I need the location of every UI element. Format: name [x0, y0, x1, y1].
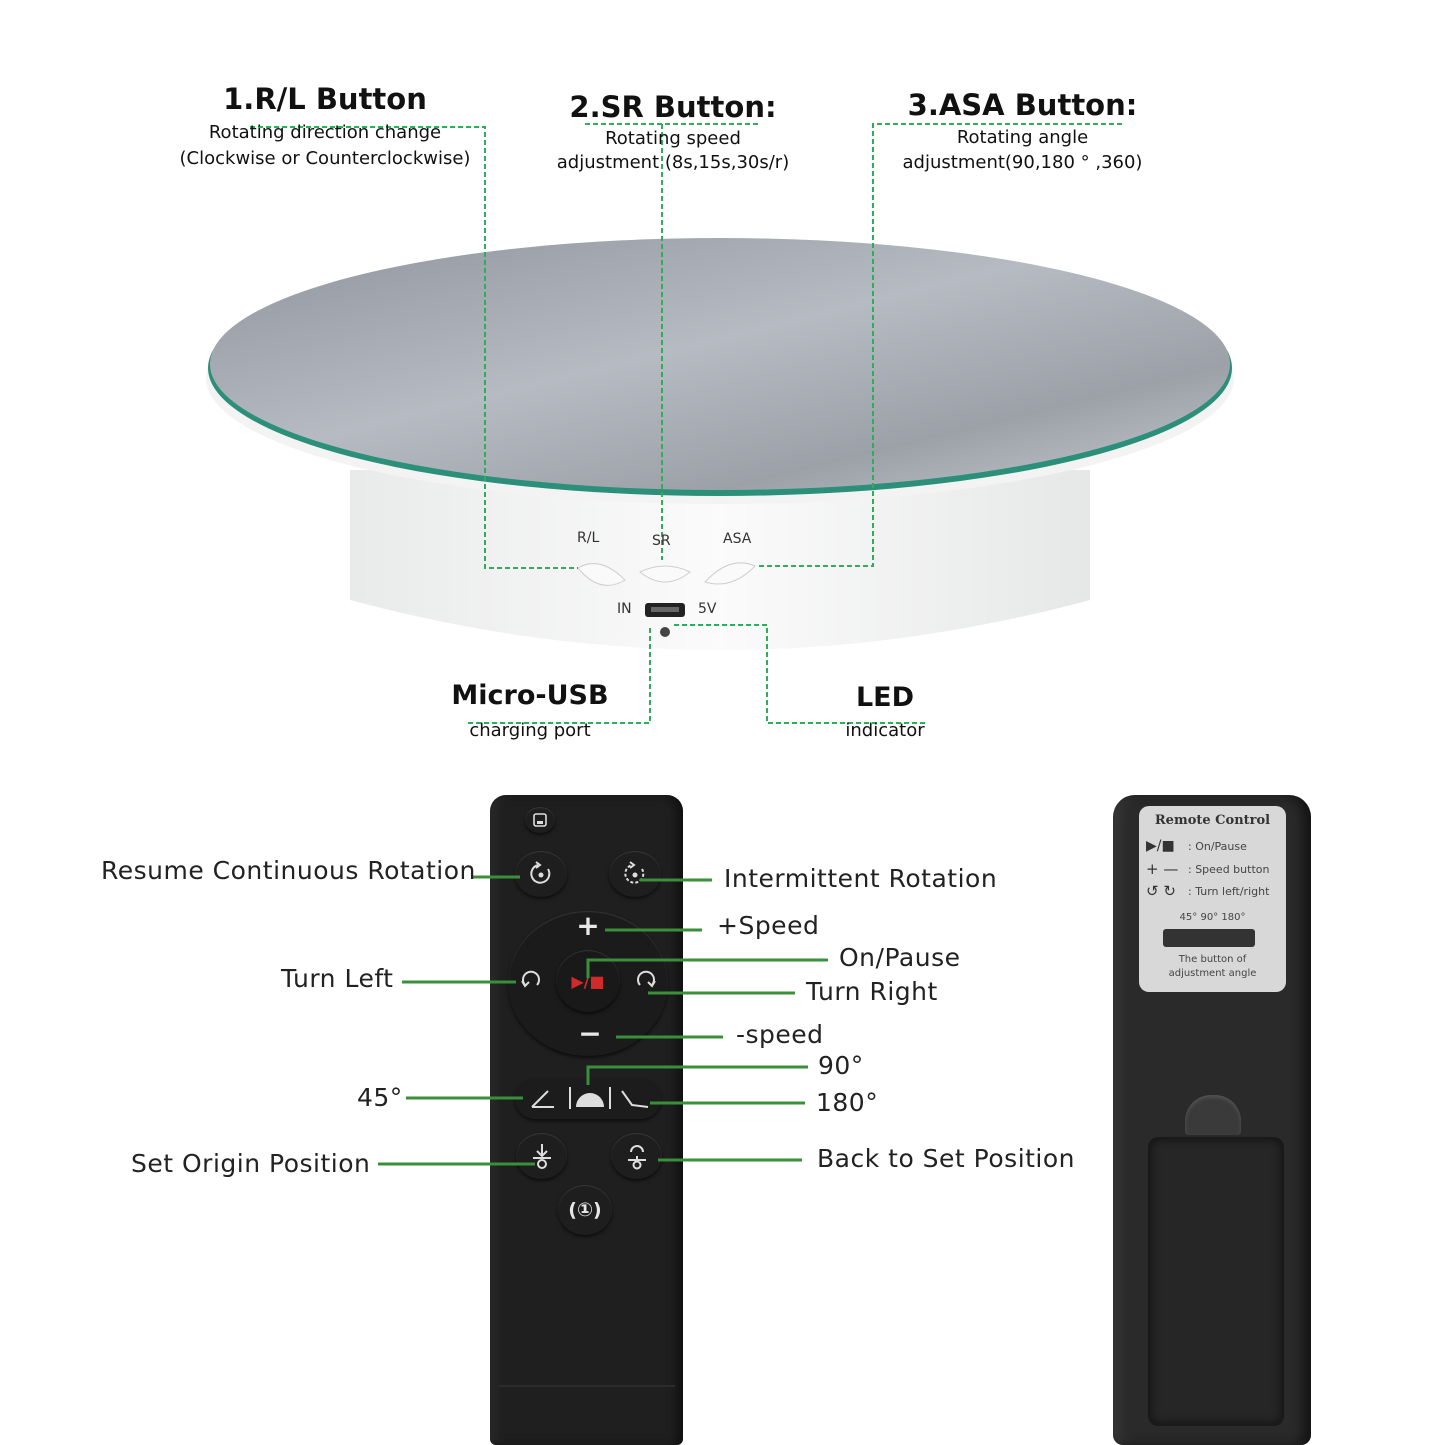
- body-label-asa: ASA: [723, 531, 752, 547]
- turn-right-button[interactable]: [633, 968, 659, 994]
- set-origin-icon: [532, 1144, 551, 1169]
- label-speed-down: -speed: [736, 1020, 824, 1049]
- back-label-sym-2: + —: [1146, 860, 1179, 878]
- rotate-dot-icon: [530, 861, 551, 884]
- back-label-note-1: The button of: [1178, 954, 1247, 965]
- callout-line-sr: [585, 123, 760, 560]
- body-button-rl: [577, 563, 626, 586]
- rl-button-desc-1: Rotating direction change: [208, 122, 442, 143]
- back-label-angle-bar: [1163, 929, 1255, 947]
- callout-line-usb: [468, 628, 651, 724]
- save-icon: [533, 813, 547, 827]
- label-180: 180°: [816, 1088, 879, 1117]
- back-label-title: Remote Control: [1154, 813, 1271, 828]
- back-label-row-3: : Turn left/right: [1188, 885, 1270, 898]
- back-to-set-icon: [627, 1145, 646, 1170]
- body-label-in: IN: [617, 601, 632, 617]
- back-label-sym-3: ↺ ↻: [1146, 882, 1176, 900]
- turntable-base: [350, 470, 1090, 650]
- body-button-sr: [639, 565, 691, 583]
- intermittent-rotation-button[interactable]: [609, 851, 661, 897]
- angle-45-icon: [531, 1090, 554, 1108]
- angle-90-button[interactable]: [568, 1083, 612, 1113]
- callout-line-asa: [758, 123, 1122, 567]
- label-90: 90°: [818, 1051, 864, 1080]
- back-label-sym-1: ▶/■: [1146, 838, 1175, 854]
- body-label-sr: SR: [652, 533, 671, 549]
- label-back-to-set: Back to Set Position: [817, 1144, 1076, 1173]
- label-intermittent-rotation: Intermittent Rotation: [724, 864, 998, 893]
- turn-right-icon: [637, 970, 656, 988]
- back-label-angles: 45° 90° 180°: [1179, 912, 1246, 923]
- body-label-rl: R/L: [577, 530, 600, 546]
- record-button[interactable]: [525, 807, 555, 833]
- power-icon: (①): [568, 1199, 602, 1221]
- label-45: 45°: [357, 1083, 403, 1112]
- body-button-asa: [704, 562, 756, 585]
- turn-left-button[interactable]: [518, 968, 544, 994]
- back-to-set-button[interactable]: [611, 1133, 662, 1179]
- rotate-dashed-icon: [624, 861, 645, 884]
- led-title: LED: [855, 682, 915, 713]
- label-turn-right: Turn Right: [806, 977, 938, 1006]
- speed-down-button[interactable]: −: [578, 1017, 602, 1050]
- battery-cover-latch[interactable]: [1185, 1095, 1241, 1135]
- resume-rotation-button[interactable]: [515, 851, 567, 897]
- back-info-label: [1139, 806, 1286, 992]
- power-button[interactable]: (①): [558, 1185, 612, 1235]
- rl-button-title: 1.R/L Button: [223, 82, 427, 116]
- turn-left-icon: [521, 970, 540, 988]
- back-label-row-1: : On/Pause: [1188, 840, 1247, 853]
- led-indicator: [660, 627, 670, 637]
- label-resume-rotation: Resume Continuous Rotation: [101, 856, 476, 885]
- leader-90: [586, 1065, 808, 1085]
- sr-button-desc-1: Rotating speed: [605, 128, 741, 149]
- remote-front-bottom-edge: [498, 1385, 675, 1445]
- speed-up-button[interactable]: +: [576, 909, 600, 942]
- led-desc: indicator: [845, 720, 925, 741]
- angle-45-button[interactable]: [528, 1085, 560, 1113]
- set-origin-button[interactable]: [516, 1133, 567, 1179]
- battery-cover[interactable]: [1148, 1137, 1284, 1426]
- sr-button-title: 2.SR Button:: [569, 90, 777, 124]
- angle-180-icon: [621, 1090, 649, 1108]
- back-label-row-2: : Speed button: [1188, 863, 1270, 876]
- label-speed-up: +Speed: [717, 911, 820, 940]
- remote-leader-lines: [378, 875, 828, 1166]
- leader-on-pause: [586, 958, 828, 978]
- asa-button-title: 3.ASA Button:: [907, 88, 1138, 122]
- body-label-5v: 5V: [698, 601, 717, 617]
- turntable-illustration: [206, 123, 1234, 724]
- play-pause-icon: ▶/■: [571, 971, 605, 991]
- angle-90-icon: [569, 1087, 611, 1109]
- remote-front-body: [490, 795, 683, 1445]
- label-set-origin: Set Origin Position: [131, 1149, 371, 1178]
- micro-usb-desc: charging port: [469, 720, 591, 741]
- callout-line-rl: [250, 126, 578, 569]
- sr-button-desc-2: adjustment (8s,15s,30s/r): [556, 152, 790, 173]
- asa-button-desc-1: Rotating angle: [956, 127, 1089, 148]
- rl-button-desc-2: (Clockwise or Counterclockwise): [179, 148, 471, 169]
- turntable-mirror-top: [210, 238, 1230, 490]
- asa-button-desc-2: adjustment(90,180 ° ,360): [902, 152, 1143, 173]
- micro-usb-title: Micro-USB: [451, 680, 609, 711]
- back-label-note-2: adjustment angle: [1168, 968, 1257, 979]
- angle-180-button[interactable]: [618, 1085, 652, 1113]
- label-turn-left: Turn Left: [281, 964, 394, 993]
- label-on-pause: On/Pause: [839, 943, 961, 972]
